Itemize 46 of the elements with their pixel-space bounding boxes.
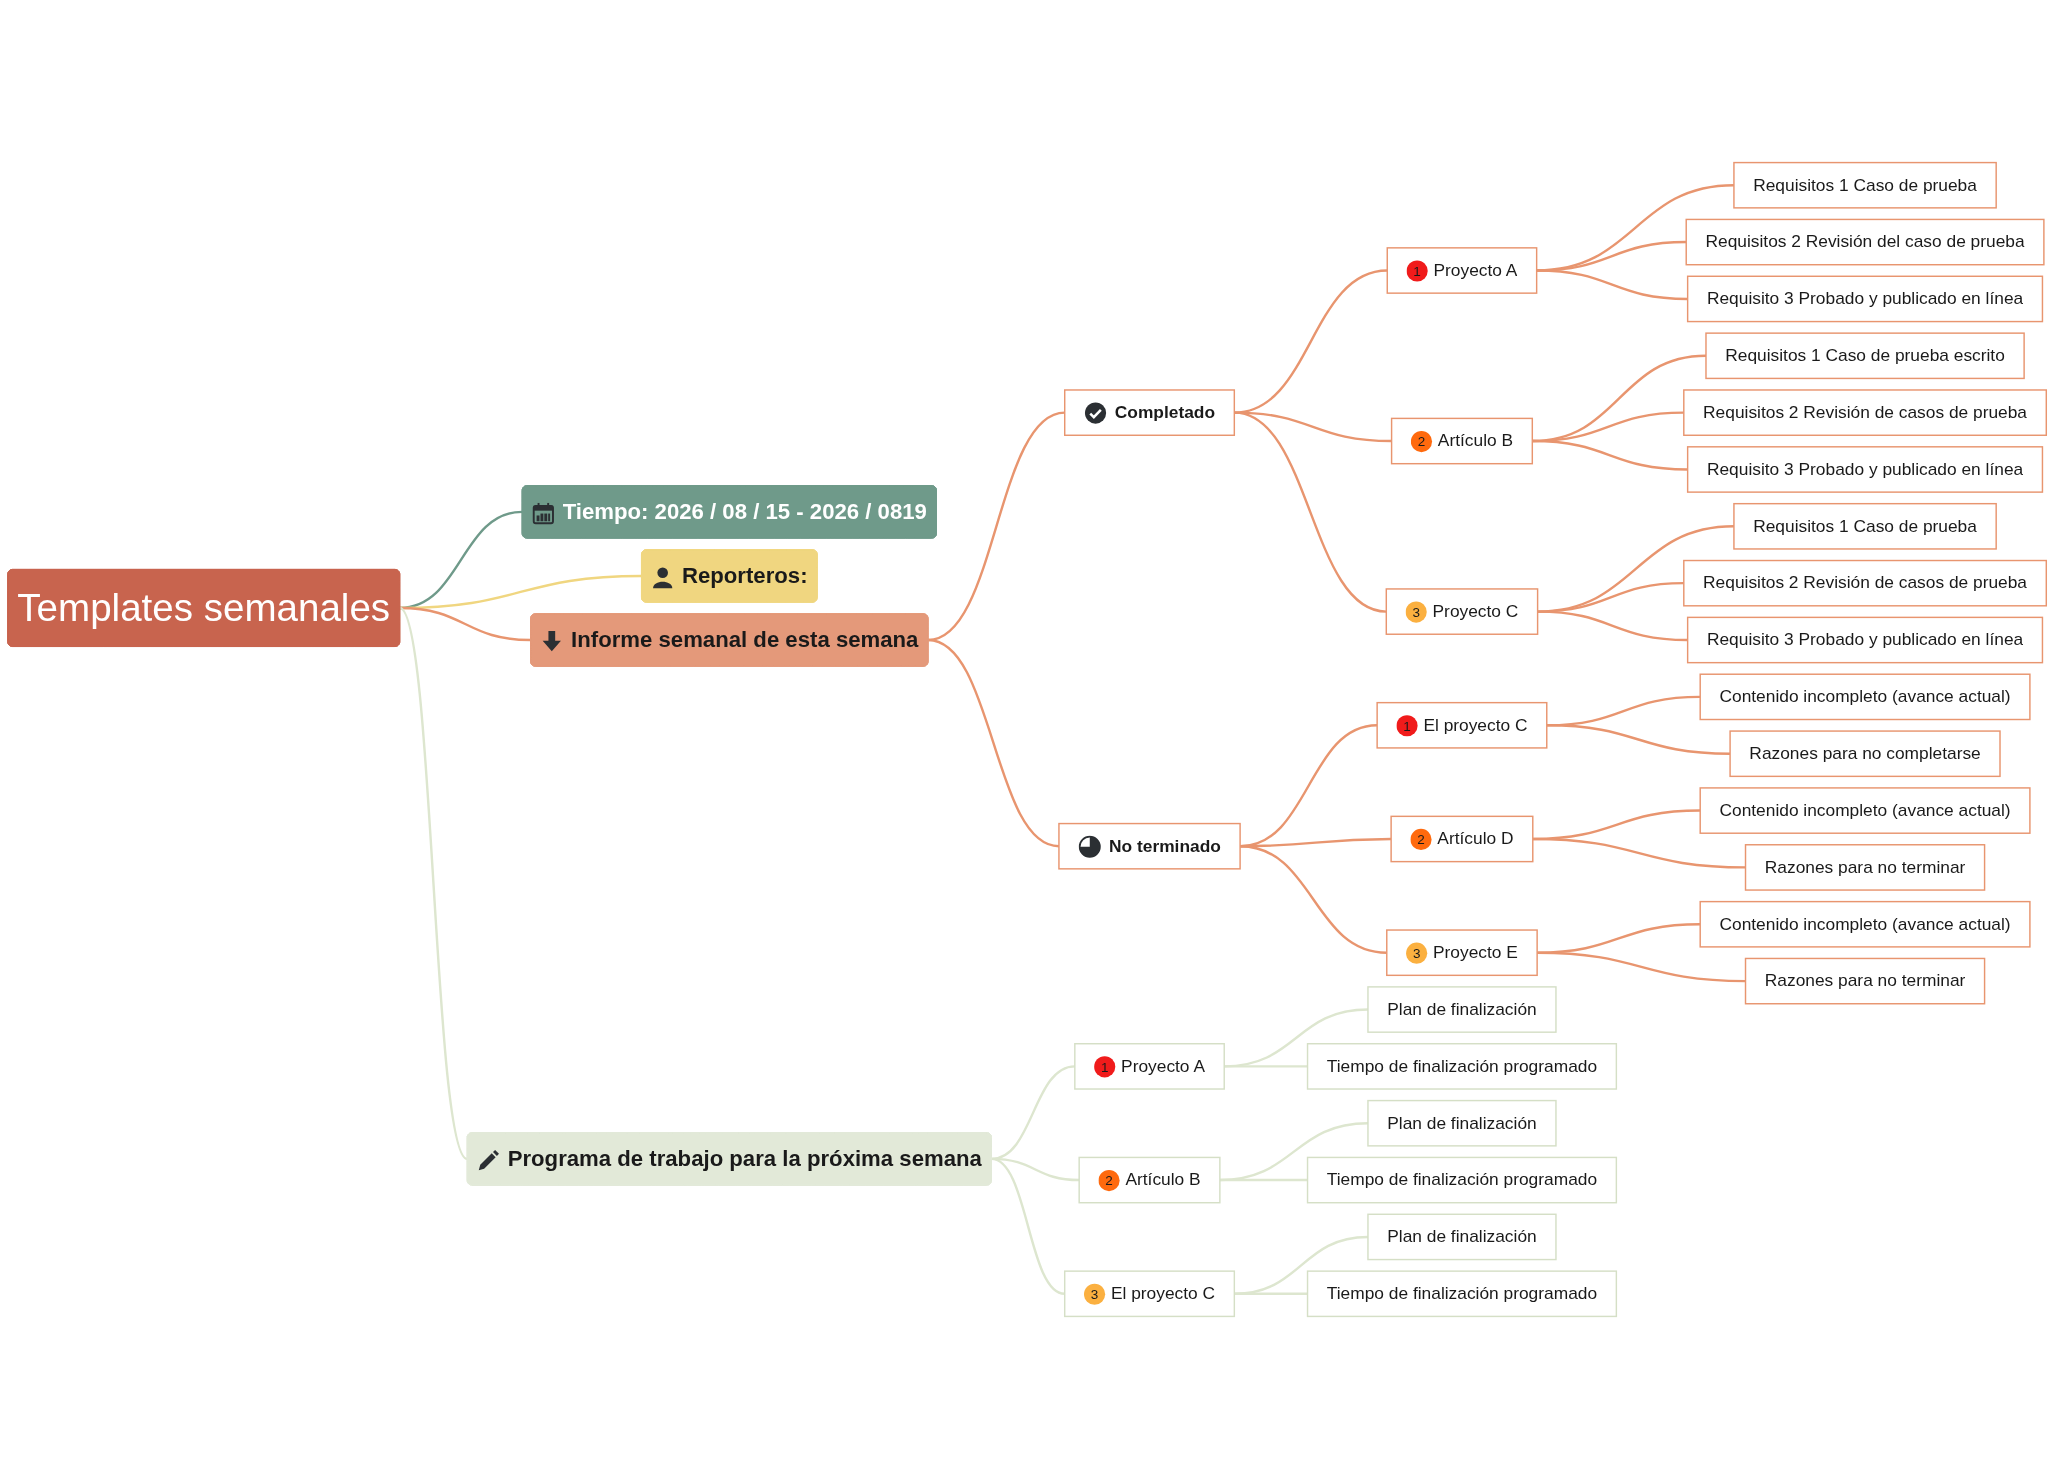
node-box: Contenido incompleto (avance actual) <box>1699 787 2031 834</box>
node-box: Requisitos 2 Revisión del caso de prueba <box>1685 218 2045 266</box>
connector <box>1537 951 1746 983</box>
node-box: 1 Proyecto A <box>1074 1043 1225 1090</box>
node-box: Plan de finalización <box>1367 1213 1557 1261</box>
connector <box>398 607 469 1160</box>
node-box: 2 Artículo B <box>1390 417 1534 465</box>
connector <box>1537 923 1701 954</box>
node-box: 2 Artículo B <box>1078 1156 1221 1204</box>
node-box: 3 Proyecto C <box>1385 588 1539 635</box>
node-box: Contenido incompleto (avance actual) <box>1699 900 2031 948</box>
node-box: 1 Proyecto A <box>1386 247 1538 294</box>
node-box: Requisito 3 Probado y publicado en línea <box>1686 616 2044 664</box>
node-box: Tiempo de finalización programado <box>1306 1156 1618 1204</box>
node-box: 3 El proyecto C <box>1064 1270 1236 1318</box>
node-box: Requisitos 1 Caso de prueba <box>1733 502 1997 550</box>
node-box: Tiempo de finalización programado <box>1306 1270 1618 1318</box>
node-box: Requisito 3 Probado y publicado en línea <box>1686 446 2044 493</box>
node-box: No terminado <box>1058 822 1241 870</box>
connector <box>1234 411 1387 613</box>
connector <box>1537 610 1688 642</box>
connector <box>1219 1178 1308 1182</box>
connector <box>399 606 531 642</box>
node-box: 1 El proyecto C <box>1376 701 1548 749</box>
connector <box>1224 1065 1308 1068</box>
connector <box>1546 724 1731 755</box>
node-box: Completado <box>1064 389 1236 436</box>
connector <box>1536 269 1688 301</box>
node-box: Tiempo de finalización programado <box>1306 1043 1618 1090</box>
node-box: Requisitos 2 Revisión de casos de prueba <box>1683 389 2047 436</box>
node-box: Razones para no completarse <box>1729 730 2001 778</box>
node-box: Contenido incompleto (avance actual) <box>1699 673 2031 721</box>
connector <box>1532 439 1688 471</box>
node-box: 3 Proyecto E <box>1386 929 1538 977</box>
node-box: Plan de finalización <box>1367 1099 1557 1147</box>
connector <box>1234 1292 1308 1295</box>
node-box: 2 Artículo D <box>1390 815 1534 863</box>
connector <box>1234 411 1392 443</box>
node-box: Requisito 3 Probado y publicado en línea <box>1686 275 2044 323</box>
node-box: Requisitos 2 Revisión de casos de prueba <box>1683 559 2047 607</box>
node-box: Razones para no terminar <box>1744 844 1986 891</box>
node-box: Requisitos 1 Caso de prueba escrito <box>1705 332 2025 380</box>
connector <box>1532 837 1746 869</box>
node-box: Plan de finalización <box>1367 986 1557 1033</box>
node-box: Requisitos 1 Caso de prueba <box>1733 161 1997 209</box>
node-box: Razones para no terminar <box>1744 957 1986 1005</box>
